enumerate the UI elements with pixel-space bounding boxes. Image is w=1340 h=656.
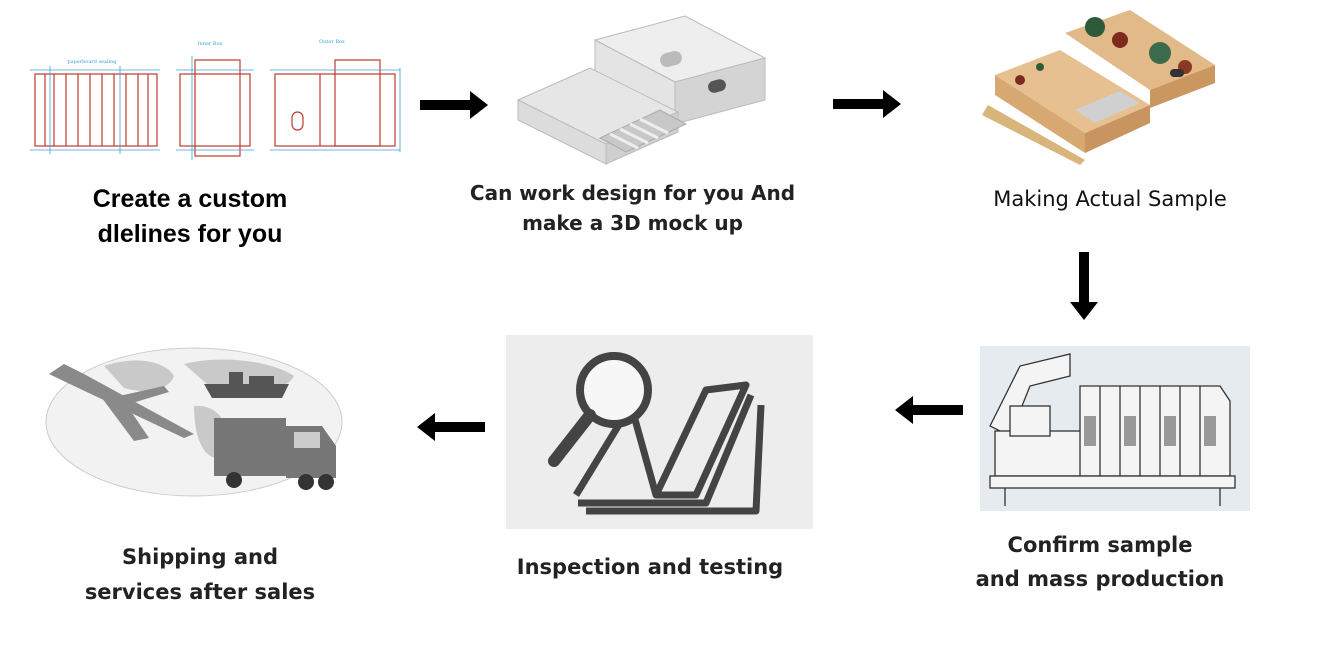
step-2-caption: Can work design for you And make a 3D mo…	[469, 181, 796, 235]
left-arrow-icon	[415, 413, 485, 441]
right-arrow-icon	[420, 91, 490, 119]
step-5-caption: Inspection and testing	[516, 555, 784, 579]
sample-photo	[980, 5, 1220, 165]
dieline-drawing: paperboard sealing Inner Box Outer Box	[20, 30, 415, 160]
dieline-label-1: paperboard sealing	[67, 59, 117, 65]
step-1-caption: Create a custom dlelines for you	[92, 185, 288, 248]
down-arrow-icon	[1070, 252, 1098, 322]
dieline-label-2: Inner Box	[198, 41, 223, 47]
magnifier-book-icon	[506, 335, 813, 529]
step-3-caption: Making Actual Sample	[993, 187, 1227, 211]
step-6-caption: Shipping and services after sales	[84, 545, 316, 604]
right-arrow-icon	[833, 90, 903, 118]
plane-ship-truck-icon	[44, 346, 344, 498]
dieline-label-3: Outer Box	[319, 39, 345, 45]
printing-press-icon	[980, 346, 1250, 511]
left-arrow-icon	[893, 396, 963, 424]
step-4-caption: Confirm sample and mass production	[975, 533, 1225, 591]
mockup-render	[510, 8, 780, 178]
